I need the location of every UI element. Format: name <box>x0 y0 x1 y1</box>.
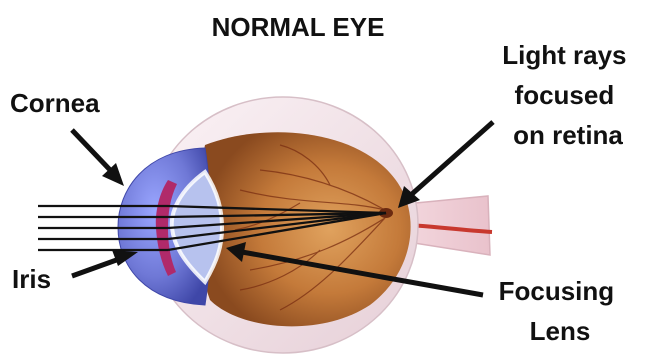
iris-pointer <box>72 258 122 276</box>
label-iris: Iris <box>12 264 51 294</box>
light-rays-pointer <box>412 122 493 194</box>
cornea-pointer <box>72 130 112 172</box>
label-light-rays-line-2: focused <box>515 80 615 110</box>
label-focusing-lens-line-2: Lens <box>530 316 591 346</box>
label-light-rays: Light rays focused on retina <box>502 40 633 150</box>
label-focusing-lens-line-1: Focusing <box>499 276 615 306</box>
label-focusing-lens: Focusing Lens <box>499 276 622 346</box>
label-cornea: Cornea <box>10 88 100 118</box>
label-light-rays-line-3: on retina <box>513 120 623 150</box>
label-light-rays-line-1: Light rays <box>502 40 626 70</box>
diagram-title: NORMAL EYE <box>212 12 385 42</box>
